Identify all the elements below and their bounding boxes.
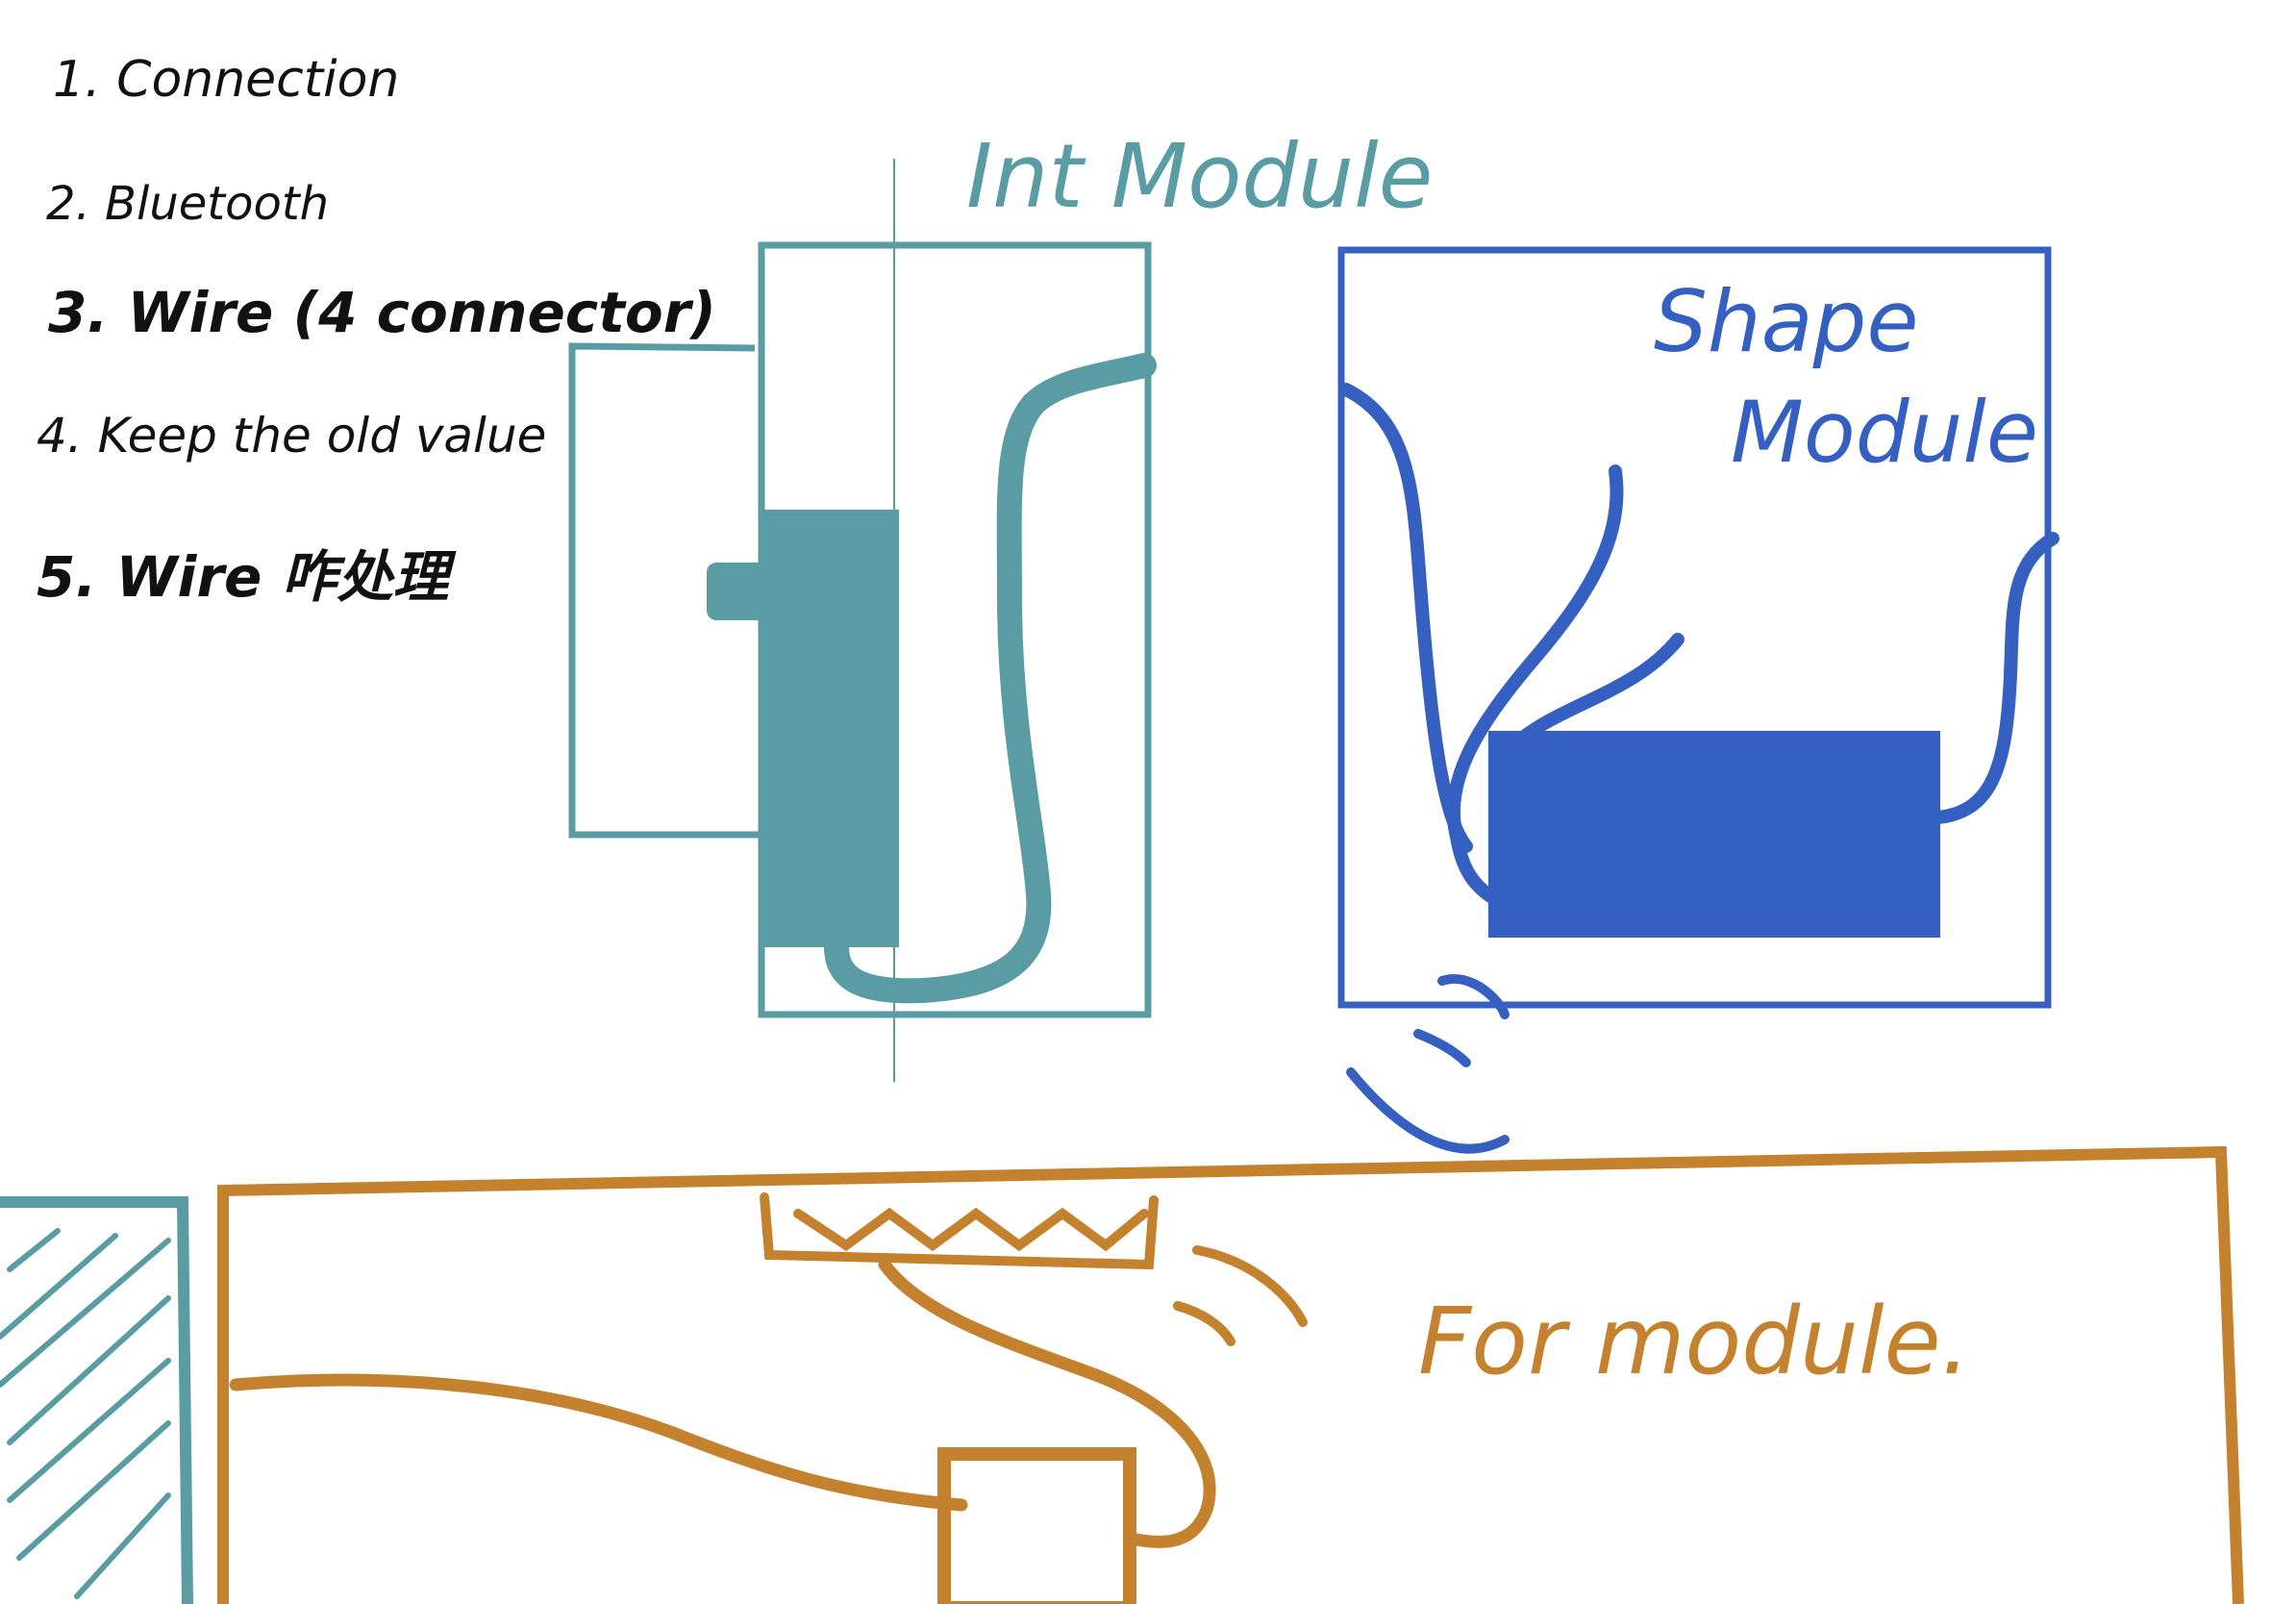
for-module-top-connector [760,1192,1159,1270]
shape-module-label-line1: Shape [1654,272,1919,371]
for-module-wire-left [229,1373,968,1512]
for-module-board [217,1145,2244,1604]
hatched-panel [0,1196,193,1604]
int-module-wire [824,353,1157,1004]
int-module-board [758,241,1152,1018]
int-module-label: Int Module [966,125,1433,228]
int-module-component-tab [707,563,774,620]
shape-module-label-line2: Module [1731,383,2038,482]
int-module: Int Module [568,125,1433,1082]
wifi-signal-icon [1173,1245,1308,1346]
shape-module-wire-2 [1446,464,1624,906]
note-item-5: 5. Wire 咋处理 [37,544,457,610]
int-module-side-connector [568,342,760,839]
note-item-3: 3. Wire (4 connector) [48,280,716,345]
shape-module: Shape Module [1337,246,2059,1154]
shape-module-wire-3 [1512,633,1685,747]
for-module-label: For module. [1418,1288,1970,1395]
notes-list: 1. Connection 2. Bluetooth 3. Wire (4 co… [37,51,716,610]
for-module: For module. [217,1145,2244,1604]
shape-module-board [1337,246,2052,1009]
int-module-component [764,510,899,947]
note-item-4: 4. Keep the old value [37,408,546,464]
for-module-component [937,1447,1136,1604]
shape-module-component [1488,731,1940,938]
wifi-signal-icon [1346,974,1510,1154]
note-item-2: 2. Bluetooth [46,177,329,231]
shape-module-wire-1 [1339,383,1473,853]
for-module-wire-top [878,1258,1216,1548]
shape-module-wire-4 [1931,532,2059,824]
note-item-1: 1. Connection [53,51,399,109]
